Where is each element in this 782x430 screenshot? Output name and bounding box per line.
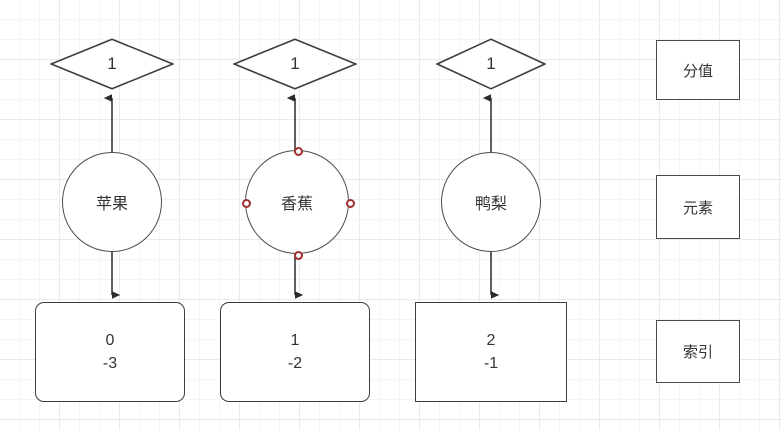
index-line1-pear: 2 bbox=[486, 331, 496, 349]
legend-label-index: 索引 bbox=[682, 344, 713, 361]
index-line2-banana: -2 bbox=[287, 355, 303, 372]
score-label-banana: 1 bbox=[290, 54, 300, 73]
legend-item-element[interactable]: 元素 bbox=[656, 175, 740, 239]
index-line2-pear: -1 bbox=[483, 355, 499, 372]
resize-handle-north[interactable] bbox=[293, 146, 303, 156]
diamond-shape bbox=[233, 38, 357, 90]
element-label-banana: 香蕉 bbox=[280, 196, 313, 213]
element-label-pear: 鸭梨 bbox=[474, 196, 507, 213]
index-node-apple[interactable]: 0 -3 bbox=[35, 302, 185, 402]
score-node-pear[interactable]: 1 bbox=[436, 38, 546, 90]
legend-item-score[interactable]: 分值 bbox=[656, 40, 740, 100]
diamond-shape bbox=[436, 38, 546, 90]
score-node-apple[interactable]: 1 bbox=[50, 38, 174, 90]
index-line1-banana: 1 bbox=[290, 331, 300, 349]
resize-handle-west[interactable] bbox=[241, 198, 251, 208]
index-line2-apple: -3 bbox=[102, 355, 118, 372]
legend-label-score: 分值 bbox=[682, 62, 713, 80]
resize-handle-south[interactable] bbox=[293, 250, 303, 260]
element-node-pear[interactable]: 鸭梨 bbox=[441, 152, 541, 252]
legend-item-index[interactable]: 索引 bbox=[656, 320, 740, 383]
element-node-banana[interactable]: 香蕉 bbox=[241, 146, 355, 260]
resize-handle-east[interactable] bbox=[345, 198, 355, 208]
score-node-banana[interactable]: 1 bbox=[233, 38, 357, 90]
element-label-apple: 苹果 bbox=[95, 196, 128, 213]
index-line1-apple: 0 bbox=[105, 331, 115, 349]
diamond-shape bbox=[50, 38, 174, 90]
score-label-apple: 1 bbox=[107, 54, 117, 73]
score-label-pear: 1 bbox=[486, 54, 496, 73]
legend-label-element: 元素 bbox=[682, 199, 713, 217]
index-node-pear[interactable]: 2 -1 bbox=[415, 302, 567, 402]
element-node-apple[interactable]: 苹果 bbox=[62, 152, 162, 252]
index-node-banana[interactable]: 1 -2 bbox=[220, 302, 370, 402]
